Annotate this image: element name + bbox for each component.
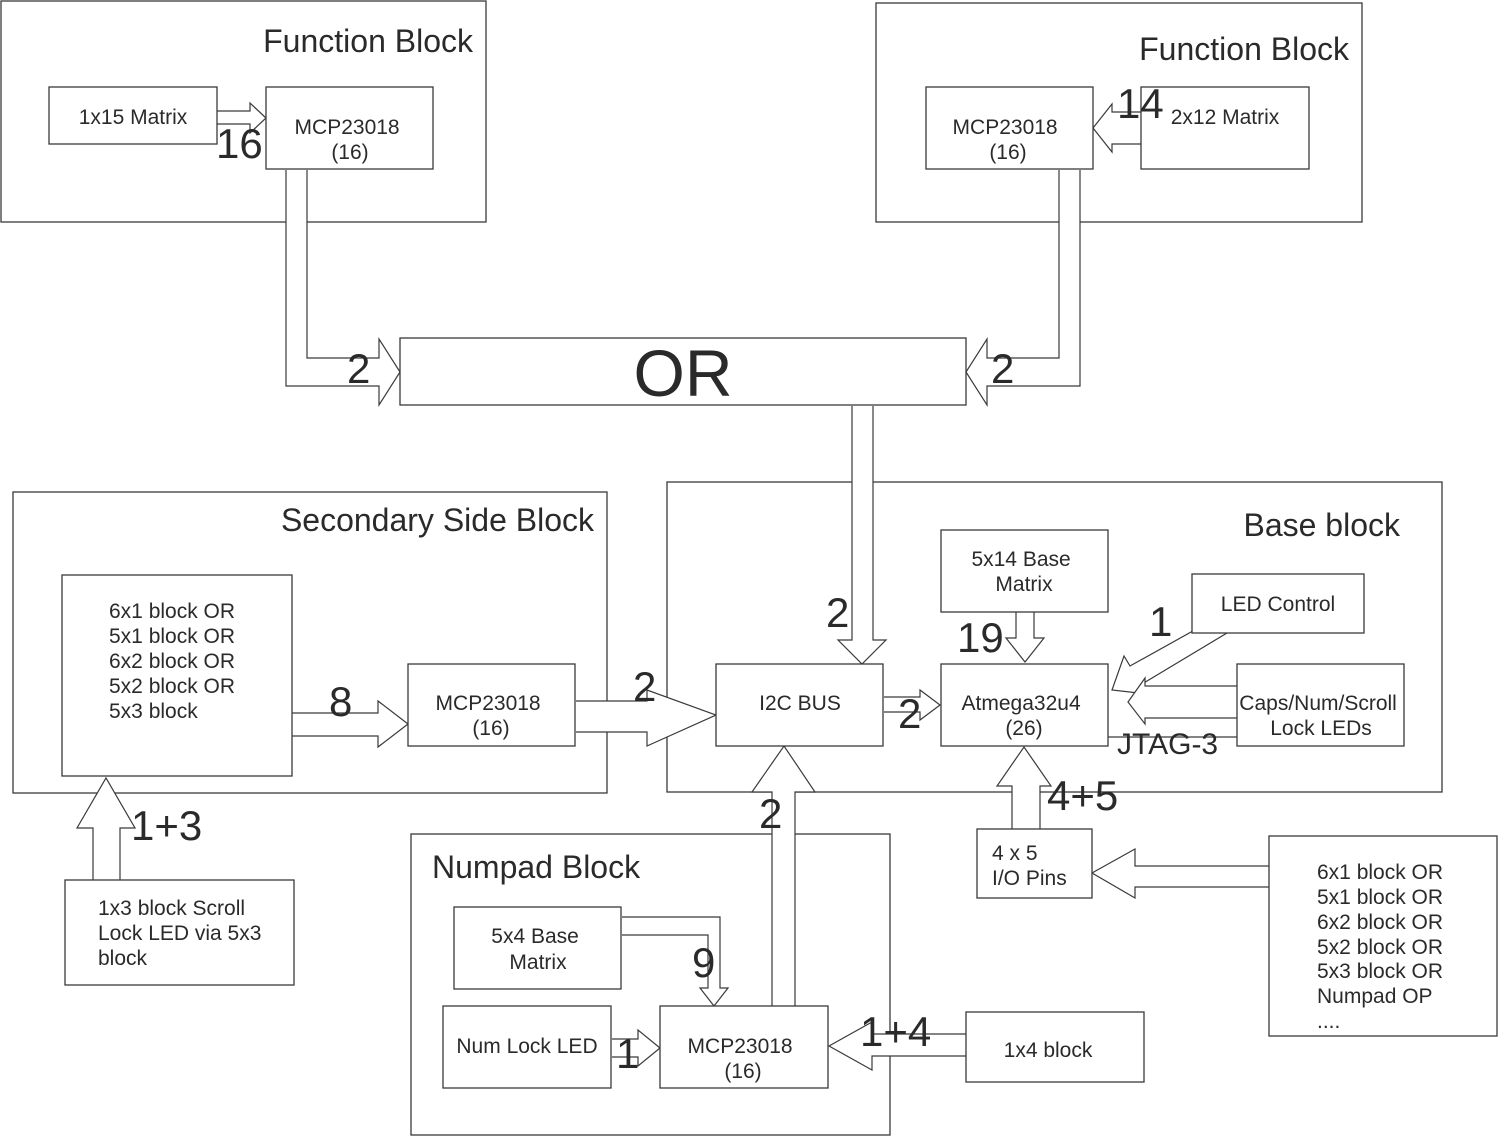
arrow-numpad-mcp-to-i2c — [750, 744, 817, 1006]
mcp-secondary-box — [407, 663, 576, 747]
mcp-function-right-box — [925, 86, 1094, 170]
numpad-block — [410, 833, 891, 1136]
arrow-i2c-to-atmega — [884, 688, 941, 722]
mcp-function-right-label: MCP23018 (16) — [953, 116, 1064, 164]
base-block — [666, 481, 1443, 793]
function-block-left-title: Function Block — [263, 23, 474, 59]
count-1plus4: 1+4 — [860, 1008, 931, 1055]
i2c-bus-label: I2C BUS — [759, 692, 841, 715]
numpad-block-title: Numpad Block — [432, 849, 641, 885]
led-control-label: LED Control — [1221, 593, 1335, 616]
count-or-left: 2 — [347, 345, 370, 392]
arrow-basematrix-to-atmega — [1004, 612, 1046, 663]
lock-leds-box — [1236, 663, 1405, 747]
count-atmega: 2 — [898, 690, 921, 737]
count-1plus3: 1+3 — [131, 802, 202, 849]
secondary-blocks-label: 6x1 block OR 5x1 block OR 6x2 block OR 5… — [109, 600, 241, 723]
count-16: 16 — [216, 120, 263, 167]
count-i2c-top: 2 — [826, 589, 849, 636]
or-gate-label: OR — [634, 336, 733, 410]
base-matrix-label: 5x14 Base Matrix — [971, 548, 1076, 596]
arrow-list-to-iopins — [1090, 847, 1269, 900]
function-block-right-title: Function Block — [1139, 31, 1350, 67]
i2c-bus-box — [715, 663, 884, 747]
count-or-right: 2 — [991, 345, 1014, 392]
scroll-lock-block-label: 1x3 block Scroll Lock LED via 5x3 block — [98, 897, 267, 970]
matrix-2x12-label: 2x12 Matrix — [1171, 106, 1280, 129]
arrow-scrolllock-to-secondary — [75, 776, 137, 880]
mcp-numpad-box — [659, 1005, 829, 1089]
matrix-1x15-label: 1x15 Matrix — [79, 106, 188, 129]
function-block-left — [0, 0, 487, 223]
atmega-box — [940, 663, 1109, 747]
count-numpad: 2 — [759, 790, 782, 837]
right-list-label: 6x1 block OR 5x1 block OR 6x2 block OR 5… — [1317, 861, 1449, 1033]
count-9: 9 — [692, 939, 715, 986]
arrow-1x4-to-mcp — [827, 1020, 966, 1072]
matrix-2x12-box — [1140, 86, 1310, 170]
matrix-1x15-box — [48, 86, 218, 145]
led-control-box — [1191, 573, 1365, 634]
base-matrix-box — [940, 529, 1109, 613]
arrow-mcp-left-to-or — [285, 170, 401, 408]
block-1x4-box — [965, 1011, 1145, 1083]
secondary-side-block-title: Secondary Side Block — [281, 502, 595, 538]
base-block-title: Base block — [1243, 507, 1401, 543]
mcp-function-left-box — [265, 86, 434, 170]
mcp-secondary-label: MCP23018 (16) — [436, 692, 547, 740]
jtag-label: JTAG-3 — [1117, 728, 1218, 761]
block-1x4-label: 1x4 block — [1004, 1039, 1093, 1062]
count-8: 8 — [329, 678, 352, 725]
or-gate-box — [399, 337, 967, 406]
arrow-iopins-to-atmega — [995, 745, 1053, 829]
scroll-lock-block-box — [64, 879, 295, 986]
num-lock-led-label: Num Lock LED — [456, 1035, 597, 1058]
right-list-box — [1268, 835, 1498, 1037]
num-lock-led-box — [442, 1005, 612, 1089]
mcp-numpad-label: MCP23018 (16) — [688, 1035, 799, 1083]
io-pins-box — [976, 828, 1093, 899]
atmega-label: Atmega32u4 (26) — [962, 692, 1087, 740]
secondary-side-block — [12, 491, 608, 794]
count-4plus5: 4+5 — [1047, 772, 1118, 819]
count-14: 14 — [1117, 80, 1164, 127]
function-block-right — [875, 2, 1363, 223]
numpad-matrix-label: 5x4 Base Matrix — [491, 925, 584, 974]
arrow-mcp-right-to-or — [965, 170, 1081, 408]
arrow-lockleds-to-atmega — [1127, 676, 1237, 726]
mcp-function-left-label: MCP23018 (16) — [295, 116, 406, 164]
numpad-matrix-box — [453, 906, 622, 990]
lock-leds-label: Caps/Num/Scroll Lock LEDs — [1239, 692, 1402, 740]
secondary-blocks-box — [61, 574, 293, 777]
count-numlock: 1 — [616, 1030, 639, 1077]
count-led-control: 1 — [1149, 598, 1172, 645]
io-pins-label: 4 x 5 I/O Pins — [992, 842, 1067, 890]
count-secondary: 2 — [633, 663, 656, 710]
count-19: 19 — [957, 614, 1004, 661]
